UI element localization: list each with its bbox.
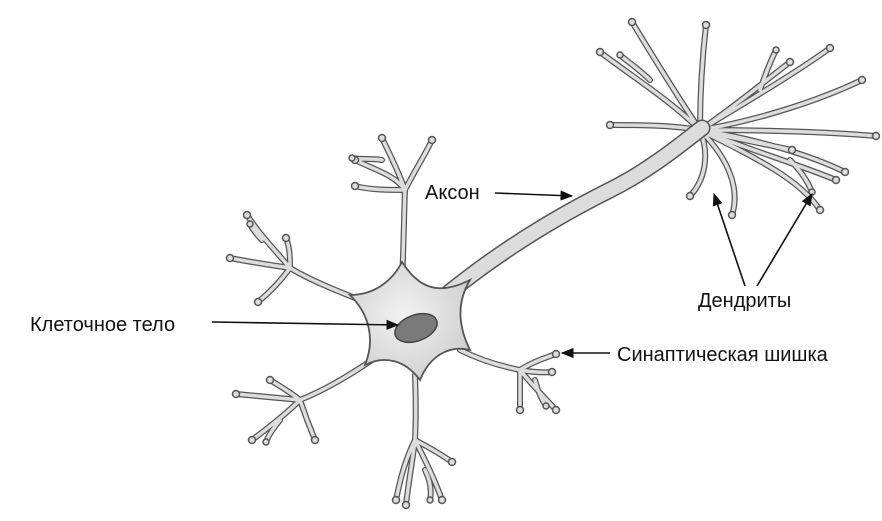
synaptic-knob-label: Синаптическая шишка: [617, 344, 828, 366]
dendrites-label: Дендриты: [698, 290, 792, 312]
axon-arrow: [494, 190, 574, 201]
dendrites-arrow-left: [712, 192, 746, 287]
axon-label: Аксон: [425, 182, 480, 204]
cell-body-arrow: [211, 319, 400, 330]
dendrites-arrow-right: [756, 192, 813, 287]
dendrite-knobs: [225, 17, 881, 510]
nucleus: [394, 312, 438, 344]
cell-body-label: Клеточное тело: [30, 314, 176, 336]
